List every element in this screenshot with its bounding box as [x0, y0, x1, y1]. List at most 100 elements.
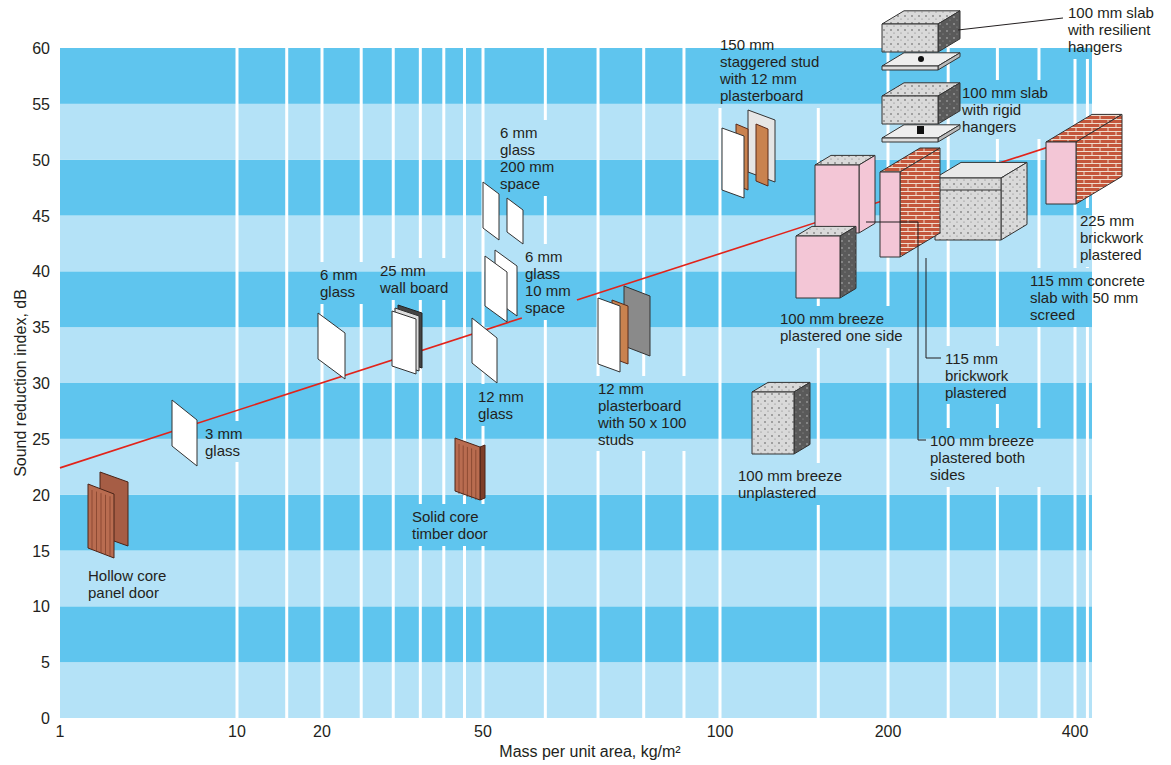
trend-line [577, 133, 1092, 300]
wood-grain [471, 448, 472, 498]
y-tick-label: 25 [32, 429, 50, 448]
grid-band [60, 551, 1092, 607]
ceiling-board [938, 125, 960, 142]
wood-grain [110, 496, 111, 556]
grid-line [1074, 327, 1077, 718]
grid-line [887, 348, 890, 718]
brickwork [900, 148, 940, 257]
trend-line [60, 318, 522, 468]
y-tick-label: 35 [32, 318, 50, 337]
x-tick-label: 50 [474, 722, 492, 741]
ceiling-board [882, 138, 938, 142]
ceiling-board [882, 66, 938, 70]
grid-line [996, 48, 999, 80]
x-tick-label: 400 [1062, 722, 1089, 741]
floor-slab [938, 83, 960, 124]
grid-band [60, 495, 1092, 551]
material-label: 100 mm slab with rigid hangers [962, 84, 1052, 135]
wood-grain [475, 450, 476, 500]
material-label: 150 mm staggered stud with 12 mm plaster… [720, 36, 828, 104]
wood-grain [92, 490, 93, 550]
grid-line [236, 48, 239, 421]
grid-line [360, 304, 363, 718]
grid-line [544, 196, 547, 244]
glass-pane [507, 198, 523, 244]
brickwork [880, 172, 900, 257]
y-tick-label: 55 [32, 94, 50, 113]
y-tick-label: 5 [41, 653, 50, 672]
x-tick-label: 100 [707, 722, 734, 741]
grid-line [1037, 487, 1040, 718]
grid-line [442, 300, 445, 504]
grid-line [442, 546, 445, 718]
y-tick-label: 50 [32, 150, 50, 169]
material-label: 6 mm glass 10 mm space [525, 248, 573, 316]
resilient-hanger [918, 56, 924, 62]
grid-band [60, 606, 1092, 662]
grid-line [642, 451, 645, 718]
grid-line [996, 487, 999, 718]
leader-lines [866, 18, 1063, 440]
axis-title: Mass per unit area, kg/m² [499, 742, 680, 761]
grid-line [947, 404, 950, 428]
grid-line [682, 451, 685, 718]
brickwork [1046, 142, 1076, 204]
y-tick-label: 30 [32, 374, 50, 393]
brickwork [1076, 114, 1122, 204]
wood-grain [105, 495, 106, 555]
material-label: Hollow core panel door [88, 567, 183, 601]
material-label: 115 mm brickwork plastered [945, 350, 1020, 401]
plasterboard [722, 128, 744, 198]
x-tick-label: 1 [56, 722, 65, 741]
grid-line [1037, 139, 1040, 268]
leader-line [926, 258, 941, 358]
grid-band [60, 327, 1092, 383]
door-panel [455, 438, 480, 500]
floor-slab [938, 11, 960, 52]
glass-pane [472, 318, 497, 383]
wood-grain [463, 445, 464, 495]
material-label: Solid core timber door [412, 508, 497, 542]
grid-line [947, 487, 950, 718]
y-tick-label: 10 [32, 597, 50, 616]
axis-title: Sound reduction index, dB [11, 289, 30, 477]
breeze-block [859, 155, 875, 233]
grid-line [817, 348, 820, 463]
breeze-block [796, 236, 840, 298]
breeze-block [815, 165, 859, 233]
grid-band [60, 271, 1092, 327]
material-label: 100 mm breeze plastered both sides [930, 432, 1040, 483]
x-tick-label: 20 [313, 722, 331, 741]
grid-line [321, 48, 324, 262]
grid-line [1086, 267, 1089, 268]
glass-pane [318, 313, 345, 379]
grid-line [482, 546, 485, 718]
breeze-block [752, 392, 794, 454]
grid-line [442, 48, 445, 258]
concrete-slab [1001, 162, 1027, 240]
grid-line [996, 404, 999, 428]
concrete-slab [935, 178, 1001, 240]
material-label: 12 mm plasterboard with 50 x 100 studs [598, 380, 698, 448]
grid-line [392, 48, 395, 258]
y-tick-label: 45 [32, 206, 50, 225]
grid-line [544, 320, 547, 718]
material-label: 12 mm glass [478, 388, 528, 422]
grid-line [463, 546, 466, 718]
grid-lines [237, 48, 1087, 718]
timber-stud [756, 124, 768, 186]
door-panel [480, 445, 485, 500]
wood-grain [467, 447, 468, 497]
grid-line [719, 108, 722, 718]
material-label: 6 mm glass 200 mm space [500, 124, 558, 192]
grid-line [419, 48, 422, 258]
wood-grain [101, 493, 102, 553]
material-label: 25 mm wall board [380, 262, 452, 296]
material-label: 100 mm breeze plastered one side [780, 310, 908, 344]
y-tick-label: 60 [32, 39, 50, 58]
grid-band [60, 662, 1092, 718]
grid-line [817, 505, 820, 718]
grid-line [544, 48, 547, 120]
grid-line [463, 48, 466, 504]
grid-line [285, 48, 288, 718]
